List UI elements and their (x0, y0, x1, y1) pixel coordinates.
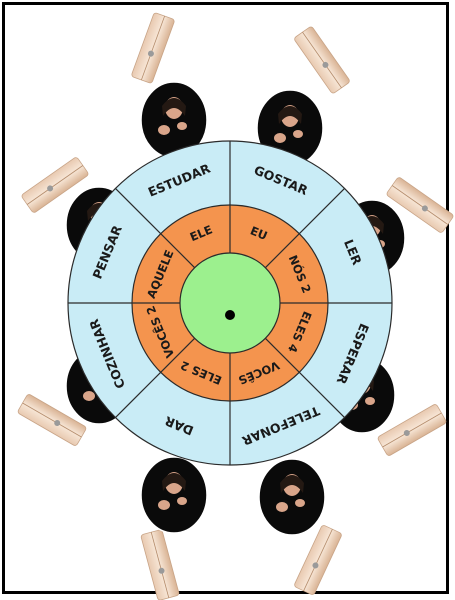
clothespin-6 (17, 394, 87, 446)
clothespin-1 (294, 26, 350, 94)
center-hub (179, 252, 281, 354)
signer-telefonar-photo (258, 458, 326, 536)
signer-estudar-photo (140, 81, 208, 159)
inner-word-1: EU (248, 223, 269, 243)
center-dot (225, 310, 235, 320)
signer-dar-photo (140, 456, 208, 534)
clothespin-3 (377, 404, 447, 456)
clothespin-7 (21, 157, 89, 213)
clothespin-2 (386, 177, 454, 233)
clothespin-5 (140, 529, 180, 600)
clothespin-8 (131, 12, 175, 84)
clothespin-4 (294, 525, 342, 595)
